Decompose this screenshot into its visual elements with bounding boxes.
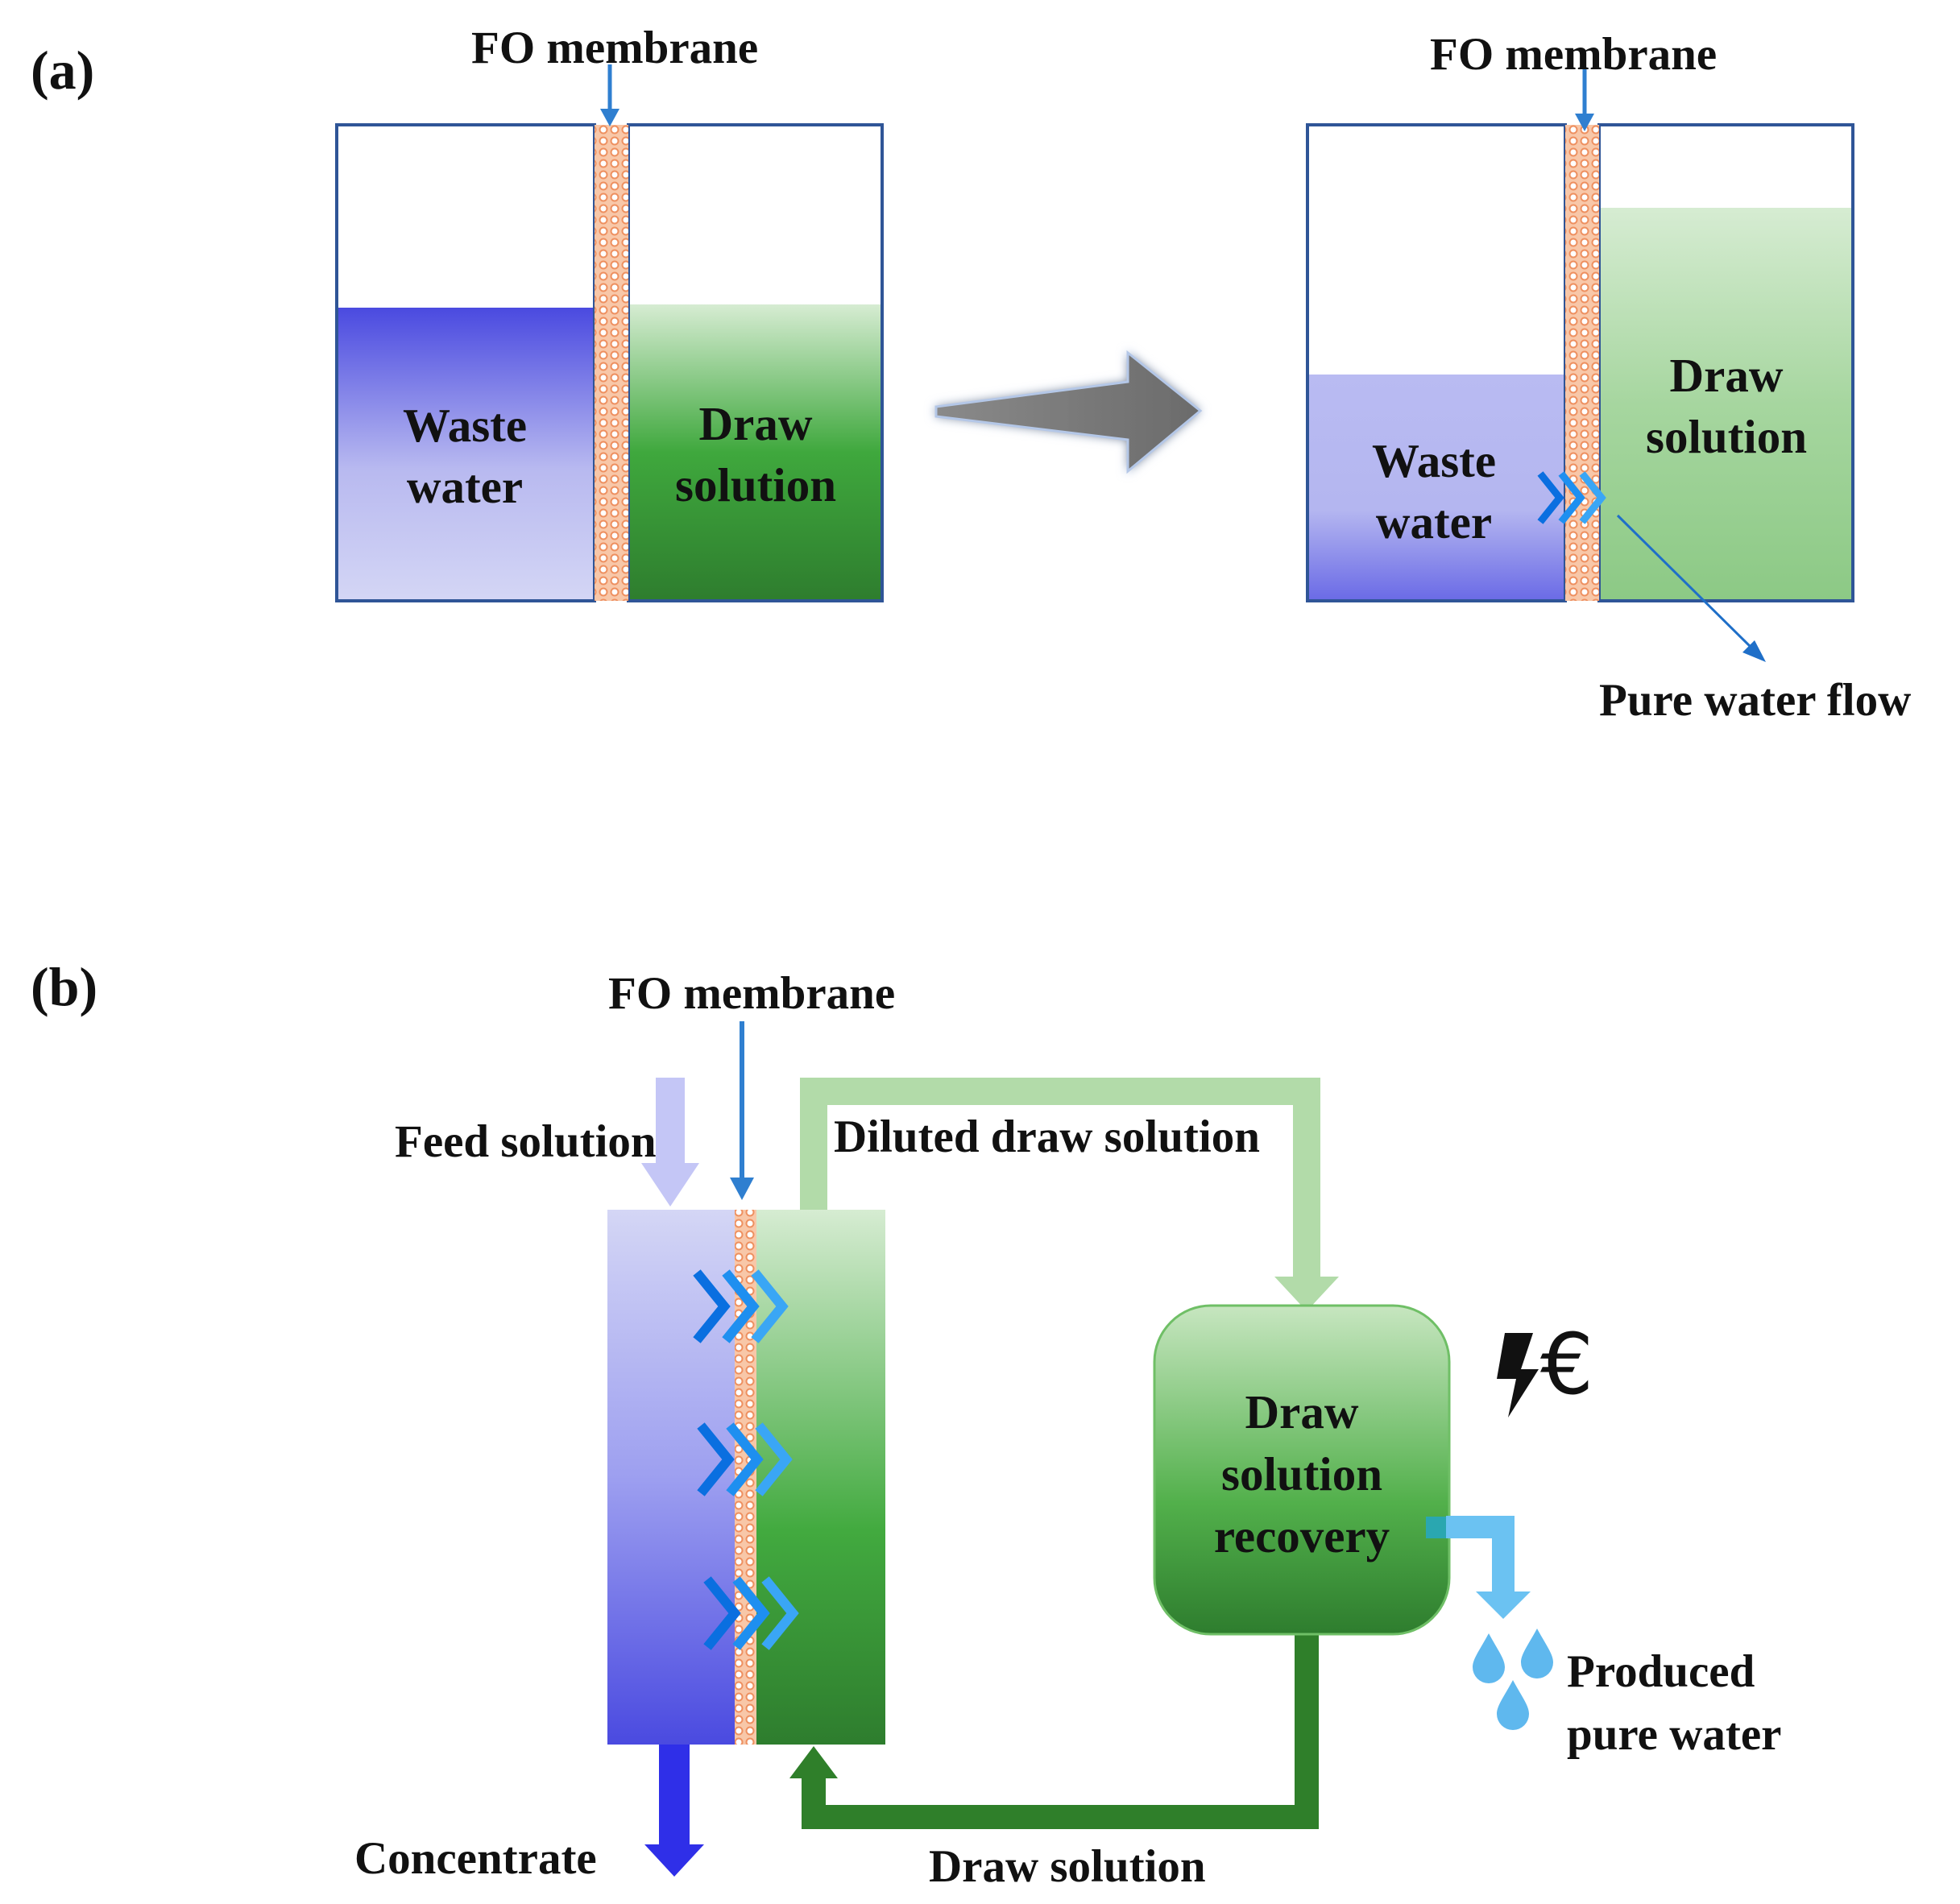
euro-icon: €	[1540, 1315, 1593, 1414]
draw-solution-recovery-unit	[1153, 1304, 1451, 1636]
arrow-down-icon	[730, 1178, 754, 1200]
draw-label-after-2: solution	[1646, 410, 1807, 463]
feed-label-after-2: water	[1376, 495, 1492, 548]
lightning-bolt-icon	[1497, 1333, 1539, 1418]
recovery-label-3: recovery	[1214, 1509, 1390, 1563]
panel-b-label: (b)	[31, 956, 97, 1017]
feed-label-after-1: Waste	[1372, 434, 1496, 487]
arrow-down-icon	[1575, 114, 1594, 131]
feed-liquid-before	[337, 308, 595, 601]
diluted-draw-label: Diluted draw solution	[834, 1111, 1260, 1162]
produced-water-label-2: pure water	[1567, 1709, 1781, 1760]
arrow-right-icon	[934, 350, 1203, 474]
feed-solution-label: Feed solution	[395, 1116, 657, 1167]
feed-label-before-2: water	[407, 460, 523, 513]
feed-inflow-arrow	[641, 1078, 699, 1207]
arrow-down-icon	[600, 109, 619, 126]
concentrate-arrow	[644, 1745, 704, 1877]
recovery-label-2: solution	[1221, 1447, 1382, 1500]
concentrate-label: Concentrate	[354, 1833, 597, 1884]
water-drops-icon	[1473, 1629, 1553, 1730]
draw-liquid-after	[1599, 208, 1853, 601]
draw-label-after-1: Draw	[1670, 349, 1784, 402]
arrow-icon	[1742, 640, 1766, 662]
draw-label-before-1: Draw	[699, 397, 813, 450]
flow-pointer-line	[1616, 514, 1756, 652]
diluted-draw-pipe	[800, 1078, 1339, 1311]
produced-water-label-1: Produced	[1567, 1646, 1755, 1697]
pure-water-outflow	[1426, 1516, 1531, 1619]
fo-membrane-after	[1565, 125, 1599, 601]
membrane-label-after: FO membrane	[1430, 29, 1717, 80]
panel-a-label: (a)	[31, 39, 94, 101]
pure-water-flow-label: Pure water flow	[1599, 675, 1911, 726]
draw-solution-return-label: Draw solution	[929, 1841, 1206, 1892]
fo-membrane-before	[595, 125, 628, 601]
draw-label-before-2: solution	[675, 458, 836, 511]
draw-return-pipe	[789, 1633, 1319, 1829]
tank-after: FO membrane Waste water Draw solution Pu…	[1306, 29, 1911, 726]
feed-label-before-1: Waste	[403, 399, 527, 452]
membrane-label-b: FO membrane	[608, 968, 895, 1019]
membrane-label-before: FO membrane	[471, 23, 758, 73]
feed-liquid-after	[1307, 375, 1565, 601]
recovery-label-1: Draw	[1245, 1385, 1359, 1438]
tank-before: FO membrane Waste water Draw solution	[335, 23, 884, 602]
draw-liquid-before	[628, 304, 882, 601]
